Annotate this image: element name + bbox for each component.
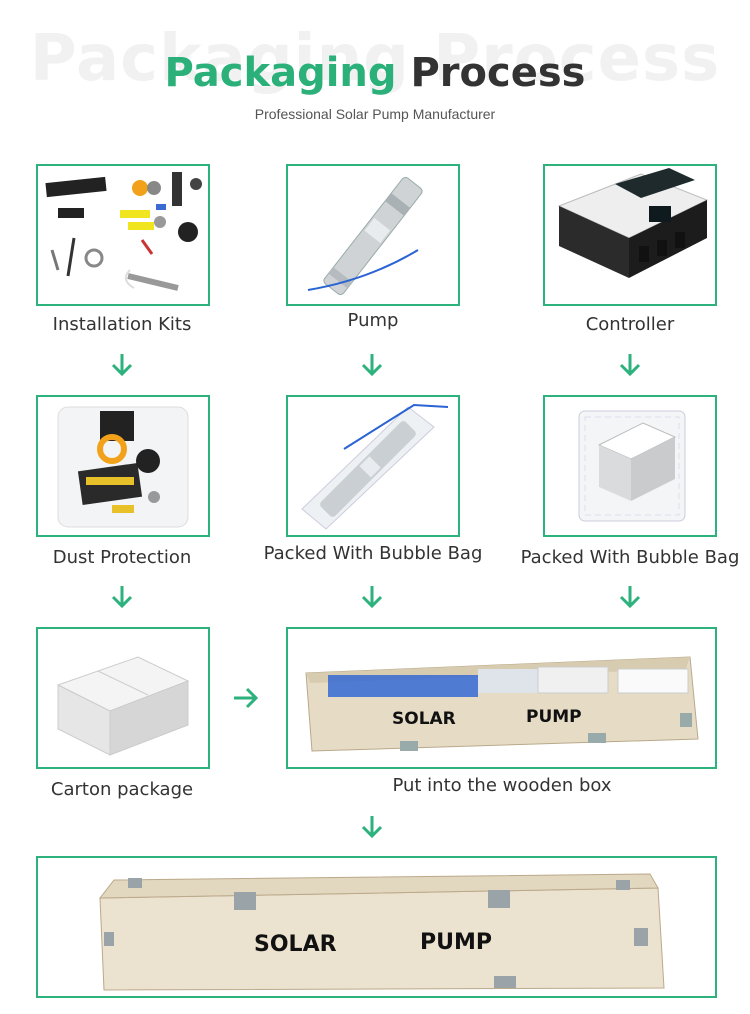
title-watermark: Packaging Process bbox=[29, 22, 721, 96]
controller-image bbox=[543, 164, 717, 306]
page-title: Packaging Process bbox=[0, 50, 750, 96]
closed-box-graphic bbox=[98, 873, 665, 991]
box-text-pump-small: PUMP bbox=[526, 707, 582, 727]
step-label-wooden-box: Put into the wooden box bbox=[392, 775, 612, 796]
controller-bubble-bag-image bbox=[543, 395, 717, 537]
box-text-solar: SOLAR bbox=[254, 932, 337, 957]
arrow-down-icon bbox=[618, 584, 642, 610]
arrow-down-icon bbox=[360, 584, 384, 610]
box-text-pump: PUMP bbox=[420, 930, 493, 955]
pump-image bbox=[286, 164, 460, 306]
arrow-down-icon bbox=[360, 352, 384, 378]
step-label-dust-protection: Dust Protection bbox=[52, 547, 192, 568]
page-subtitle: Professional Solar Pump Manufacturer bbox=[254, 106, 496, 122]
step-label-carton-package: Carton package bbox=[50, 779, 194, 800]
arrow-down-icon bbox=[110, 352, 134, 378]
open-box-graphic bbox=[305, 656, 699, 752]
arrow-down-icon bbox=[618, 352, 642, 378]
step-label-controller: Controller bbox=[585, 314, 675, 335]
arrow-down-icon bbox=[360, 814, 384, 840]
arrow-right-icon bbox=[232, 686, 260, 710]
carton-package-image bbox=[36, 627, 210, 769]
title-part-1: Packaging bbox=[164, 50, 397, 96]
step-label-controller-bubble-bag: Packed With Bubble Bag bbox=[520, 547, 740, 568]
dust-protection-image bbox=[36, 395, 210, 537]
closed-wooden-box-image: SOLAR PUMP bbox=[36, 856, 717, 998]
pump-bubble-bag-image bbox=[286, 395, 460, 537]
box-text-solar-small: SOLAR bbox=[392, 709, 456, 729]
step-label-pump-bubble-bag: Packed With Bubble Bag bbox=[263, 543, 483, 564]
step-label-installation-kits: Installation Kits bbox=[52, 314, 192, 335]
arrow-down-icon bbox=[110, 584, 134, 610]
step-label-pump: Pump bbox=[347, 310, 399, 331]
title-part-2: Process bbox=[410, 50, 586, 96]
open-wooden-box-image: SOLAR PUMP bbox=[286, 627, 717, 769]
installation-kits-image bbox=[36, 164, 210, 306]
